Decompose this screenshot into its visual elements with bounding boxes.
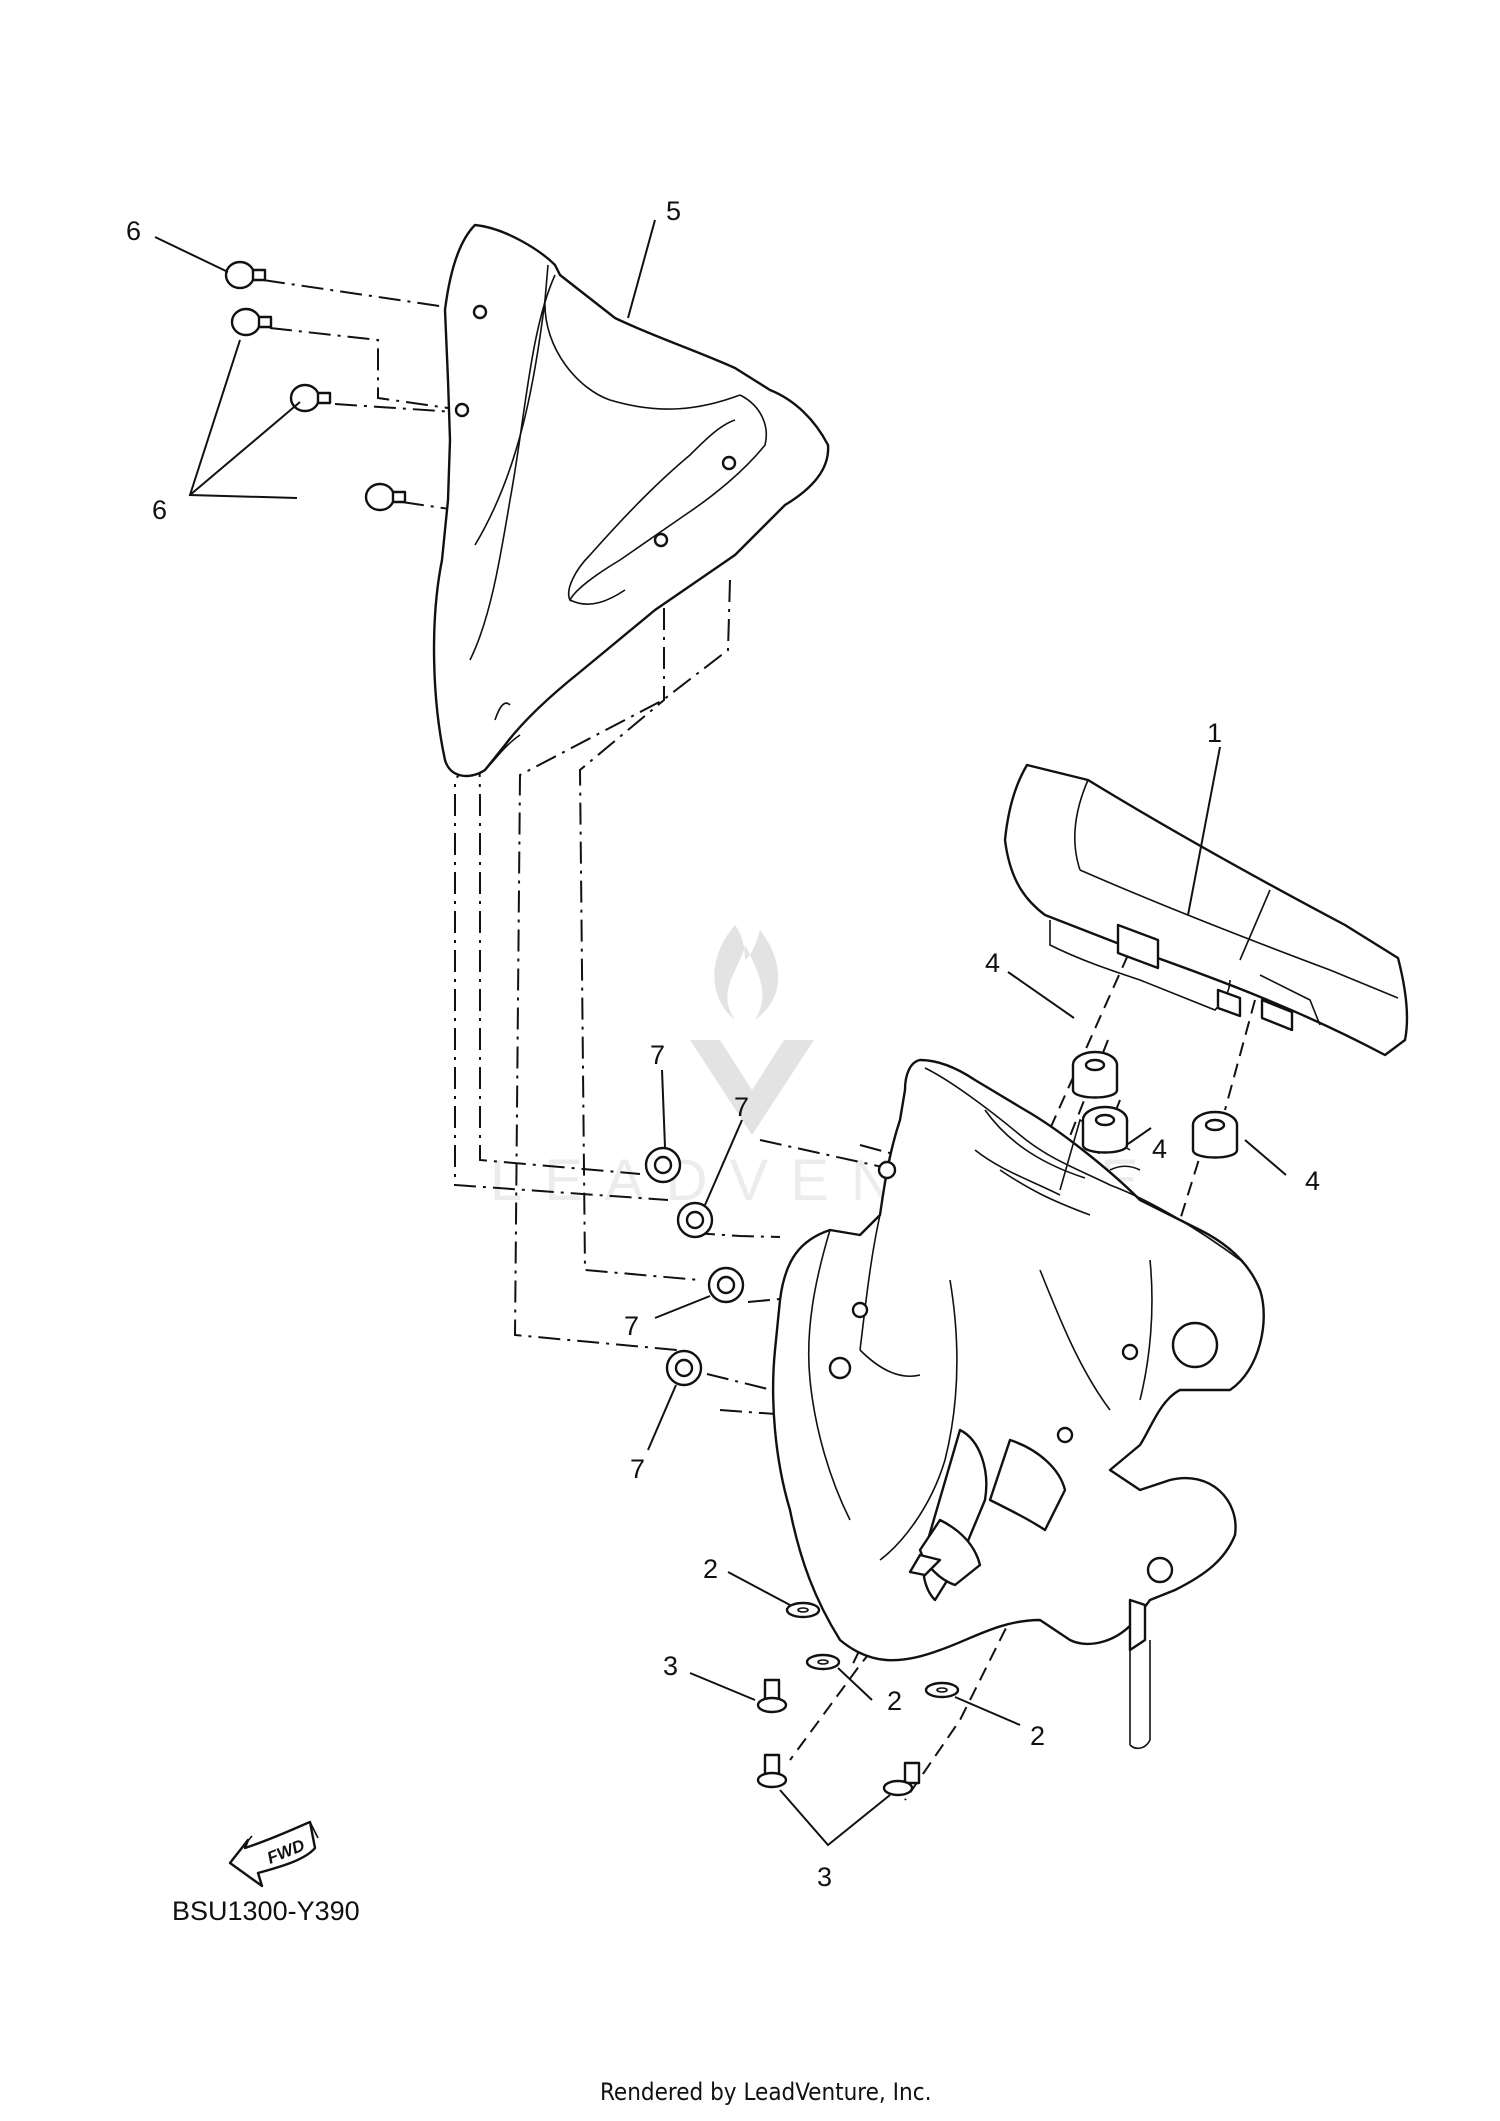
- callout-4-right: 4: [1305, 1166, 1320, 1196]
- part-3-screw-1: [756, 1678, 788, 1714]
- callout-7-first: 7: [650, 1040, 665, 1070]
- part-2-washer-1: [785, 1601, 821, 1619]
- part-2-washer-3: [924, 1681, 960, 1699]
- part-6-screw-2: [230, 307, 273, 337]
- callout-4-middle: 4: [1152, 1134, 1167, 1164]
- callout-6-top: 6: [126, 216, 141, 246]
- part-5-front-cover: [432, 223, 830, 778]
- callout-2-middle: 2: [887, 1686, 902, 1716]
- figure-code: BSU1300-Y390: [172, 1896, 360, 1926]
- callout-numbers: 1 5 6 6 4 4 4 7 7 7 7 2 2 2 3 3: [126, 196, 1320, 1892]
- callout-2-right: 2: [1030, 1721, 1045, 1751]
- part-7-grommet-2: [676, 1201, 714, 1239]
- meter-bracket-stay: [771, 1058, 1265, 1750]
- callout-7-third: 7: [624, 1311, 639, 1341]
- callout-4-top: 4: [985, 948, 1000, 978]
- part-7-grommet-4: [665, 1349, 703, 1387]
- callout-5: 5: [666, 196, 681, 226]
- part-2-washer-2: [805, 1653, 841, 1671]
- part-6-screw-1: [224, 260, 267, 290]
- callout-leader-lines: [154, 219, 1287, 1847]
- render-credit: Rendered by LeadVenture, Inc.: [600, 2078, 931, 2106]
- part-6-screw-3: [289, 383, 332, 413]
- callout-1: 1: [1207, 718, 1222, 748]
- part-3-screw-3: [882, 1761, 921, 1797]
- callout-3-top: 3: [663, 1651, 678, 1681]
- fwd-arrow-icon: FWD: [228, 1820, 319, 1888]
- callout-2-top: 2: [703, 1554, 718, 1584]
- callout-7-fourth: 7: [630, 1454, 645, 1484]
- part-7-grommet-1: [644, 1146, 682, 1184]
- part-4-damper-middle: [1081, 1105, 1129, 1154]
- callout-6-bottom: 6: [152, 495, 167, 525]
- part-7-grommet-3: [707, 1266, 745, 1304]
- callout-7-second: 7: [734, 1092, 749, 1122]
- part-1-meter-assembly: [1003, 763, 1409, 1057]
- callout-3-bottom: 3: [817, 1862, 832, 1892]
- part-4-damper-upper: [1071, 1050, 1119, 1099]
- part-4-damper-right: [1191, 1110, 1239, 1159]
- part-3-screw-2: [756, 1753, 788, 1789]
- part-6-screw-4: [364, 482, 407, 512]
